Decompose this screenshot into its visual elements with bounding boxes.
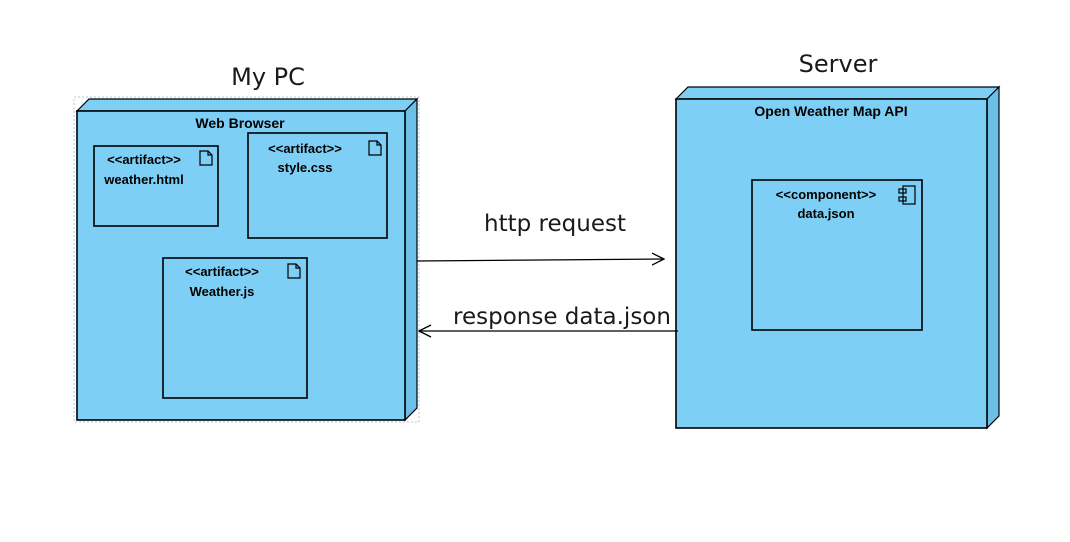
web-browser-label: Web Browser [195,115,285,131]
my-pc-title: My PC [231,63,305,91]
component-icon [898,185,916,205]
artifact-name: style.css [278,160,333,175]
document-icon [287,263,301,279]
request-arrow [416,259,664,261]
component-name: data.json [797,206,854,221]
selection-outline [73,96,420,423]
node-front-face [675,98,988,429]
artifact-name: weather.html [103,172,183,187]
artifact-weather-html[interactable]: <<artifact>> weather.html [93,145,219,227]
component-box [751,179,923,331]
node-side-face [404,97,418,422]
artifact-box [93,145,219,227]
component-data-json[interactable]: <<component>> data.json [751,179,923,331]
artifact-box [162,257,308,399]
node-front-face [76,110,406,421]
artifact-name: Weather.js [190,284,255,299]
artifact-stereotype: <<artifact>> [107,152,181,167]
artifact-stereotype: <<artifact>> [185,264,259,279]
node-top-face [674,86,1001,100]
http-request-label: http request [484,211,626,237]
node-top-face [75,98,419,112]
my-pc-node[interactable]: My PC Web Browser <<artifact>> weather.h… [73,63,420,423]
artifact-style-css[interactable]: <<artifact>> style.css [247,132,388,239]
response-message[interactable]: response data.json [419,304,678,331]
response-label: response data.json [453,304,671,330]
component-stereotype: <<component>> [776,187,877,202]
server-node[interactable]: Server Open Weather Map API <<component>… [674,50,1001,430]
artifact-box [247,132,388,239]
artifact-stereotype: <<artifact>> [268,141,342,156]
node-side-face [986,85,1000,430]
artifact-weather-js[interactable]: <<artifact>> Weather.js [162,257,308,399]
document-icon [368,140,382,156]
open-weather-map-api-label: Open Weather Map API [754,103,907,119]
http-request-message[interactable]: http request [416,211,664,261]
document-icon [199,150,213,166]
server-title: Server [799,50,878,78]
